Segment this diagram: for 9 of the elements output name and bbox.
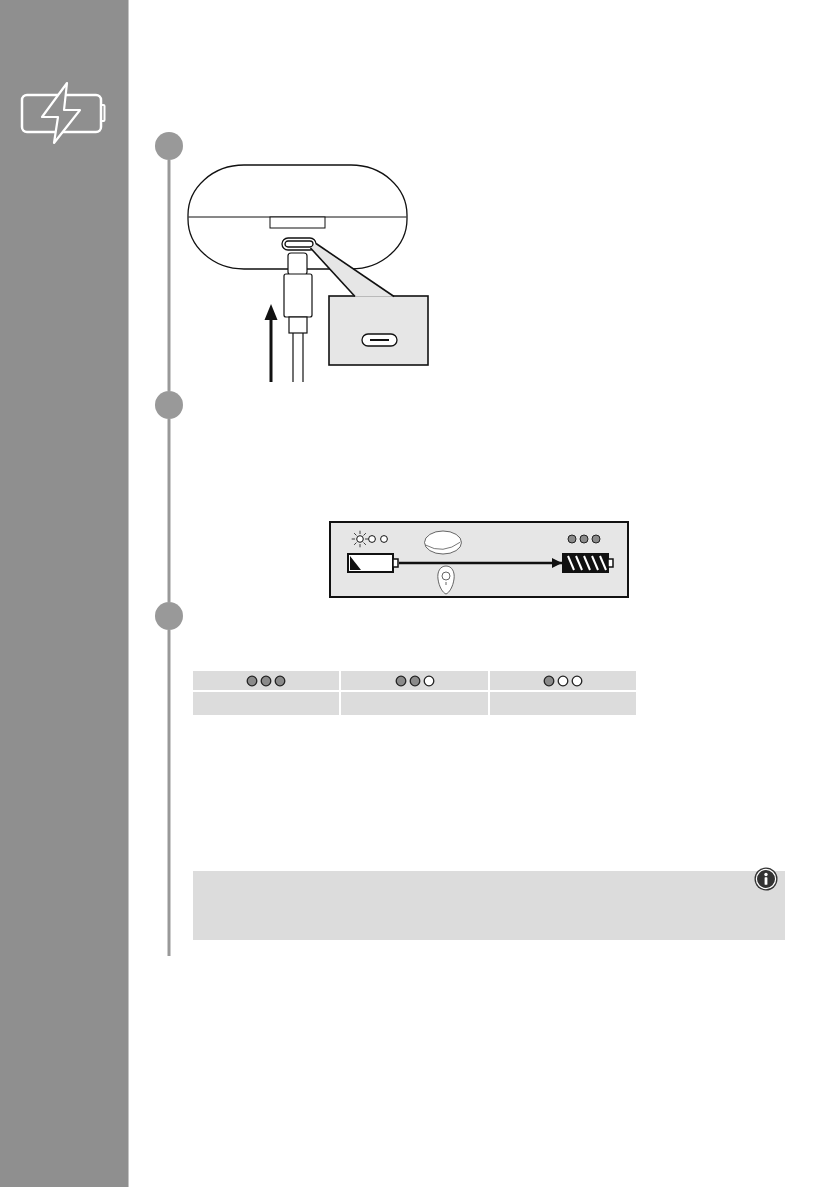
empty-battery-icon: [347, 553, 399, 573]
timeline-line: [167, 419, 171, 602]
step-circle: [155, 602, 183, 630]
timeline-line: [167, 630, 171, 956]
timeline-line: [167, 160, 171, 391]
step-circle: [155, 132, 183, 160]
arrow: [399, 558, 562, 568]
step-circle: [155, 391, 183, 419]
full-battery-icon: [562, 553, 614, 573]
